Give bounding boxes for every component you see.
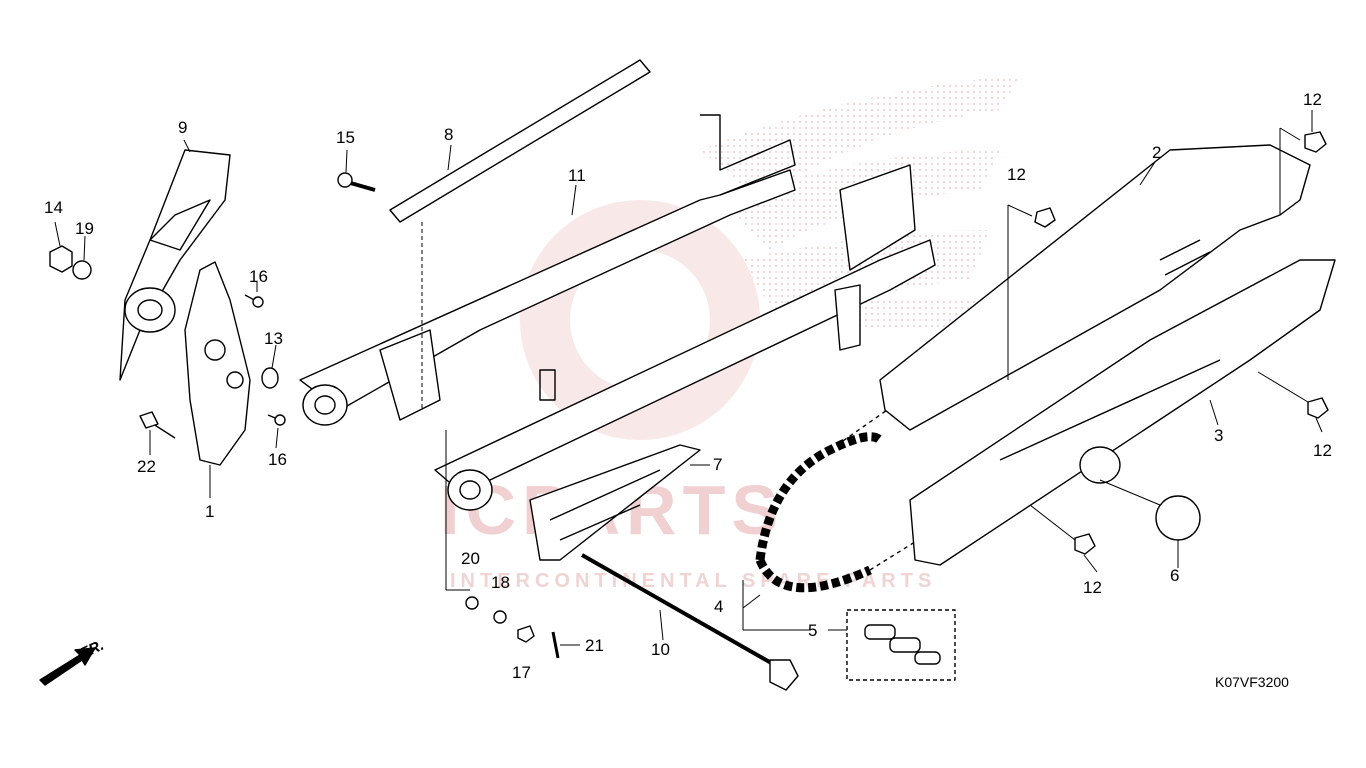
strip-8 bbox=[389, 59, 651, 223]
bolt-12b bbox=[1034, 207, 1056, 228]
callout-7: 7 bbox=[713, 455, 723, 474]
bolt-12c bbox=[1307, 397, 1329, 419]
callout-12d: 12 bbox=[1083, 578, 1102, 597]
callout-16b: 16 bbox=[268, 450, 287, 469]
callout-11: 11 bbox=[568, 166, 586, 185]
pin-21 bbox=[551, 631, 560, 659]
callout-19: 19 bbox=[75, 219, 94, 238]
callout-4: 4 bbox=[714, 597, 724, 616]
chain-case-lower-3 bbox=[909, 259, 1336, 566]
bolt-12d bbox=[1074, 533, 1096, 555]
callout-13: 13 bbox=[264, 329, 283, 348]
fr-arrow bbox=[39, 647, 96, 686]
callout-15: 15 bbox=[336, 128, 355, 147]
callout-20: 20 bbox=[461, 549, 480, 568]
swingarm-11 bbox=[299, 114, 936, 511]
callout-12b: 12 bbox=[1007, 165, 1026, 184]
cap-6 bbox=[1155, 495, 1201, 541]
chain-slider-7 bbox=[529, 444, 701, 561]
callout-17: 17 bbox=[512, 663, 531, 682]
callout-1: 1 bbox=[205, 502, 215, 521]
callout-16a: 16 bbox=[249, 267, 268, 286]
callout-3: 3 bbox=[1214, 426, 1224, 445]
leader-lines bbox=[54, 110, 1323, 646]
diagram-code: K07VF3200 bbox=[1215, 674, 1289, 690]
callout-21: 21 bbox=[585, 636, 604, 655]
washer-19 bbox=[72, 260, 92, 280]
callout-22: 22 bbox=[137, 457, 156, 476]
callout-12c: 12 bbox=[1313, 441, 1332, 460]
bolt-12a bbox=[1304, 131, 1327, 153]
callout-9: 9 bbox=[178, 118, 188, 137]
callout-5: 5 bbox=[808, 621, 818, 640]
master-link-box-5 bbox=[846, 609, 956, 681]
callout-6: 6 bbox=[1170, 566, 1180, 585]
callout-18: 18 bbox=[491, 573, 510, 592]
callout-8: 8 bbox=[444, 125, 454, 144]
drive-chain-4 bbox=[755, 379, 951, 593]
callout-10: 10 bbox=[651, 640, 670, 659]
pivot-plate-1 bbox=[184, 261, 251, 466]
callout-14: 14 bbox=[44, 198, 63, 217]
callout-12a: 12 bbox=[1303, 90, 1322, 109]
nut-14 bbox=[49, 245, 73, 273]
axle-10 bbox=[581, 553, 781, 670]
callout-2: 2 bbox=[1152, 143, 1162, 162]
